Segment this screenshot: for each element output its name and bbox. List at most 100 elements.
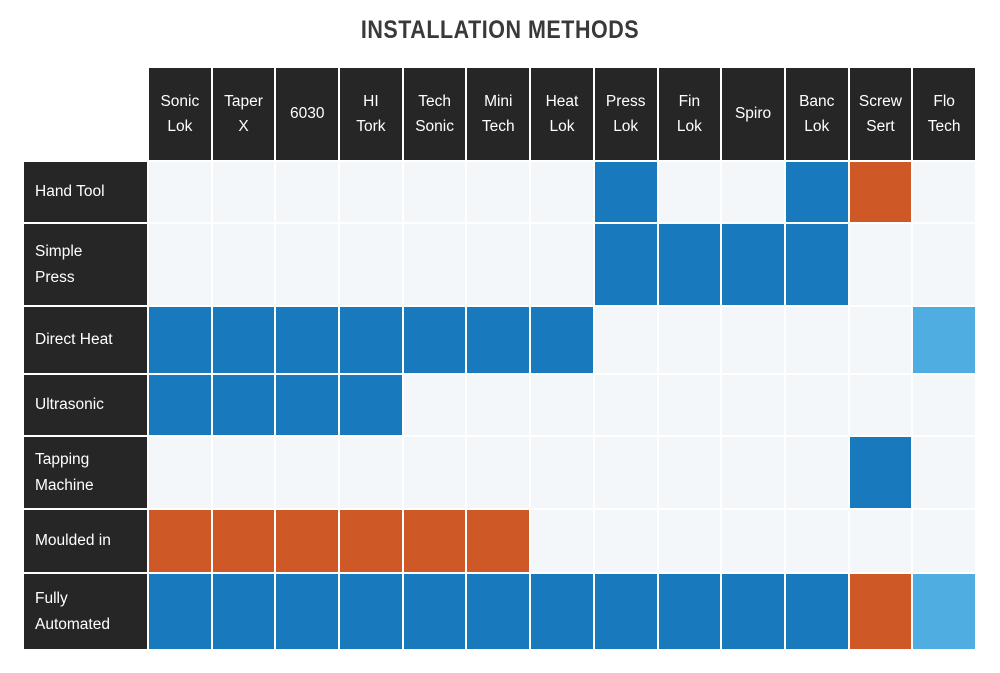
matrix-cell[interactable] (594, 375, 657, 435)
matrix-cell[interactable] (403, 437, 466, 508)
matrix-cell[interactable] (340, 437, 402, 508)
matrix-cell[interactable] (340, 224, 402, 305)
matrix-cell[interactable] (531, 307, 593, 373)
matrix-cell[interactable] (658, 224, 721, 305)
matrix-cell[interactable] (913, 510, 975, 572)
matrix-cell[interactable] (340, 510, 402, 572)
matrix-cell[interactable] (467, 162, 530, 222)
matrix-cell[interactable] (913, 307, 975, 373)
matrix-cell[interactable] (467, 224, 530, 305)
matrix-cell[interactable] (467, 574, 530, 649)
matrix-cell[interactable] (658, 162, 721, 222)
matrix-cell[interactable] (531, 437, 593, 508)
matrix-cell[interactable] (594, 437, 657, 508)
matrix-cell[interactable] (785, 162, 848, 222)
matrix-cell[interactable] (594, 510, 657, 572)
matrix-cell[interactable] (722, 224, 784, 305)
matrix-cell[interactable] (340, 375, 402, 435)
matrix-cell[interactable] (722, 375, 784, 435)
matrix-cell[interactable] (340, 307, 402, 373)
matrix-cell[interactable] (276, 574, 339, 649)
matrix-cell[interactable] (276, 224, 339, 305)
matrix-cell[interactable] (212, 375, 275, 435)
matrix-cell[interactable] (403, 224, 466, 305)
matrix-cell[interactable] (722, 162, 784, 222)
matrix-cell[interactable] (531, 375, 593, 435)
matrix-cell[interactable] (913, 224, 975, 305)
row-header-direct-heat[interactable]: Direct Heat (24, 307, 147, 373)
row-header-moulded-in[interactable]: Moulded in (24, 510, 147, 572)
matrix-cell[interactable] (658, 510, 721, 572)
matrix-cell[interactable] (403, 162, 466, 222)
matrix-cell[interactable] (594, 574, 657, 649)
matrix-cell[interactable] (913, 375, 975, 435)
matrix-cell[interactable] (212, 307, 275, 373)
matrix-cell[interactable] (212, 510, 275, 572)
matrix-cell[interactable] (658, 307, 721, 373)
matrix-cell[interactable] (658, 437, 721, 508)
matrix-cell[interactable] (276, 162, 339, 222)
matrix-cell[interactable] (467, 510, 530, 572)
matrix-cell[interactable] (722, 510, 784, 572)
matrix-cell[interactable] (531, 574, 593, 649)
matrix-cell[interactable] (658, 574, 721, 649)
column-header-6030[interactable]: 6030 (276, 68, 339, 160)
matrix-cell[interactable] (149, 574, 211, 649)
matrix-cell[interactable] (149, 510, 211, 572)
matrix-cell[interactable] (785, 375, 848, 435)
matrix-cell[interactable] (849, 307, 912, 373)
matrix-cell[interactable] (467, 307, 530, 373)
column-header-spiro[interactable]: Spiro (722, 68, 784, 160)
matrix-cell[interactable] (212, 162, 275, 222)
matrix-cell[interactable] (849, 224, 912, 305)
matrix-cell[interactable] (785, 574, 848, 649)
matrix-cell[interactable] (913, 574, 975, 649)
matrix-cell[interactable] (849, 437, 912, 508)
matrix-cell[interactable] (467, 437, 530, 508)
matrix-cell[interactable] (403, 574, 466, 649)
matrix-cell[interactable] (531, 510, 593, 572)
matrix-cell[interactable] (403, 307, 466, 373)
matrix-cell[interactable] (722, 307, 784, 373)
matrix-cell[interactable] (340, 574, 402, 649)
matrix-cell[interactable] (785, 224, 848, 305)
matrix-cell[interactable] (149, 437, 211, 508)
matrix-cell[interactable] (403, 510, 466, 572)
matrix-cell[interactable] (658, 375, 721, 435)
matrix-cell[interactable] (849, 375, 912, 435)
matrix-cell[interactable] (531, 162, 593, 222)
matrix-cell[interactable] (149, 307, 211, 373)
matrix-cell[interactable] (149, 375, 211, 435)
matrix-cell[interactable] (849, 510, 912, 572)
matrix-cell[interactable] (212, 437, 275, 508)
matrix-cell[interactable] (276, 510, 339, 572)
matrix-cell[interactable] (531, 224, 593, 305)
row-header-hand-tool[interactable]: Hand Tool (24, 162, 147, 222)
matrix-cell[interactable] (149, 162, 211, 222)
matrix-cell[interactable] (722, 437, 784, 508)
matrix-cell[interactable] (212, 224, 275, 305)
matrix-cell[interactable] (467, 375, 530, 435)
matrix-cell[interactable] (212, 574, 275, 649)
matrix-cell[interactable] (849, 574, 912, 649)
matrix-cell[interactable] (594, 307, 657, 373)
matrix-cell[interactable] (913, 437, 975, 508)
matrix-cell[interactable] (276, 437, 339, 508)
matrix-cell[interactable] (594, 162, 657, 222)
matrix-cell[interactable] (340, 162, 402, 222)
matrix-cell[interactable] (594, 224, 657, 305)
row-header-ultrasonic[interactable]: Ultrasonic (24, 375, 147, 435)
matrix-cell[interactable] (276, 375, 339, 435)
